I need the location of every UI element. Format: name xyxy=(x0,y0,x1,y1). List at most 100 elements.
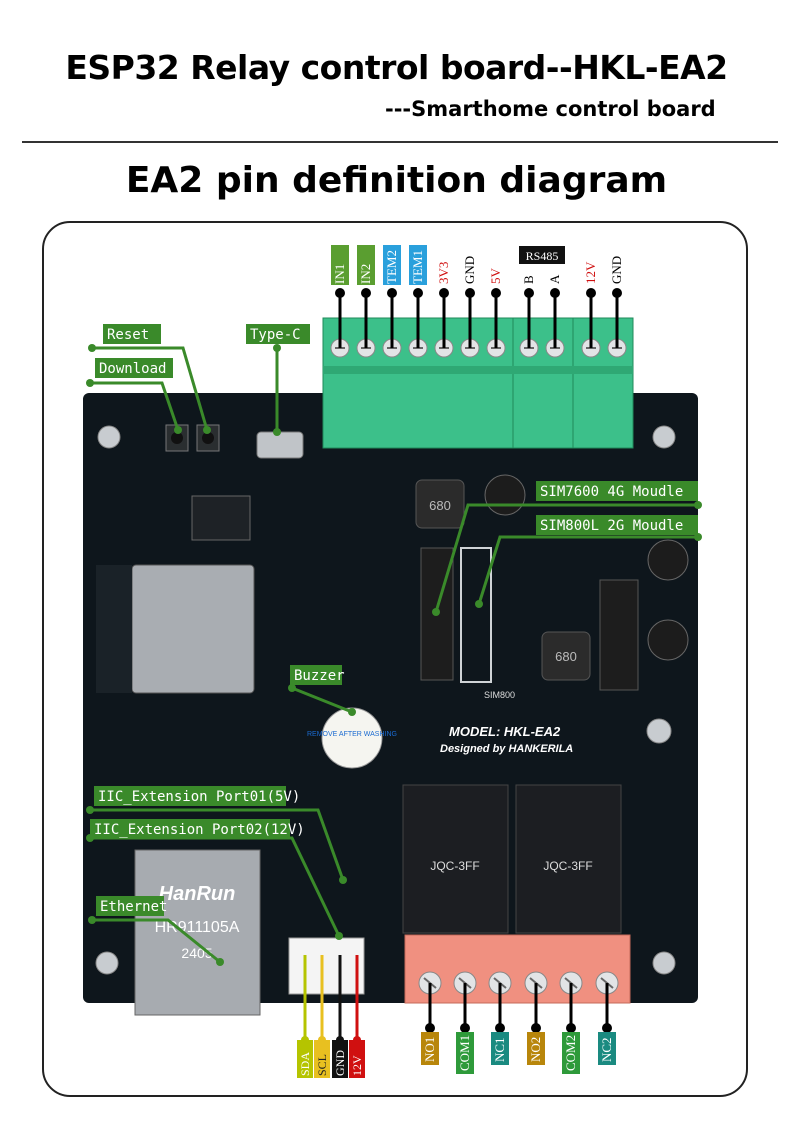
callout-label: SIM800L 2G Moudle xyxy=(540,518,683,534)
relay-pin-no2: NO2 xyxy=(527,1032,545,1065)
top-pin-tem2: TEM2 xyxy=(383,245,401,285)
top-pin-in1: IN1 xyxy=(331,245,349,285)
callout-label: IIC_Extension Port02(12V) xyxy=(94,822,305,838)
top-pin-tem1: TEM1 xyxy=(409,245,427,285)
relay-pin-label: COM1 xyxy=(457,1035,472,1071)
capacitor xyxy=(647,619,689,661)
top-pin-label: 3V3 xyxy=(436,262,451,284)
inductor-1 xyxy=(415,479,465,529)
top-pin-5v: 5V xyxy=(488,268,503,285)
inductor-2 xyxy=(541,631,591,681)
relay-terminal-block xyxy=(404,934,631,1004)
sim800-outline xyxy=(460,547,492,683)
callout-label: Reset xyxy=(107,327,149,343)
buzzer xyxy=(321,707,383,769)
top-pin-label: IN1 xyxy=(332,264,347,284)
relay-1-brand: JQC-3FF xyxy=(430,859,479,873)
relay-pin-nc2: NC2 xyxy=(598,1032,616,1065)
relay-pin-label: NC2 xyxy=(599,1037,614,1062)
page-title: ESP32 Relay control board--HKL-EA2 xyxy=(65,48,728,87)
capacitor xyxy=(484,474,526,516)
top-pin-label: IN2 xyxy=(358,264,373,284)
usb-c-connector xyxy=(256,431,304,459)
callout-ethernet: Ethernet xyxy=(88,896,224,966)
relay-pin-com2: COM2 xyxy=(562,1032,580,1074)
iic-pin-12v: 12V xyxy=(349,955,365,1078)
iic-pin-label: SCL xyxy=(315,1054,329,1076)
top-pin-label: A xyxy=(547,274,562,284)
inductor-2-label: 680 xyxy=(555,649,577,664)
callout-iic1: IIC_Extension Port01(5V) xyxy=(86,786,347,884)
mount-hole xyxy=(97,425,121,449)
top-pin-gnd: GND xyxy=(609,256,624,284)
inductor-1-label: 680 xyxy=(429,498,451,513)
callout-download: Download xyxy=(86,358,182,434)
callout-label: Buzzer xyxy=(294,668,345,684)
ic-chip xyxy=(191,495,251,541)
top-pin-label: TEM2 xyxy=(384,250,399,284)
callout-typec: Type-C xyxy=(246,324,310,436)
rs485-label: RS485 xyxy=(519,246,565,264)
svg-text:RS485: RS485 xyxy=(526,249,559,263)
iic-pin-label: GND xyxy=(333,1050,347,1076)
ethernet-part: HR911105A xyxy=(155,919,240,936)
callout-sim7600: SIM7600 4G Moudle xyxy=(432,481,702,616)
capacitor xyxy=(647,539,689,581)
terminal-block-3 xyxy=(572,317,634,449)
sim800-silk: SIM800 xyxy=(484,690,515,700)
top-pin-label: TEM1 xyxy=(410,250,425,284)
top-pin-b: B xyxy=(521,275,536,284)
title-divider xyxy=(22,141,778,143)
ethernet-jack xyxy=(134,849,261,1016)
esp32-module xyxy=(131,564,255,694)
callout-reset: Reset xyxy=(88,324,211,434)
ethernet-brand: HanRun xyxy=(159,883,236,905)
relay-pin-label: NC1 xyxy=(492,1037,507,1062)
top-pin-label: B xyxy=(521,275,536,284)
callout-label: IIC_Extension Port01(5V) xyxy=(98,789,300,805)
iic-pin-gnd: GND xyxy=(332,955,348,1078)
iic-pin-sda: SDA xyxy=(297,955,313,1078)
top-pin-3v3: 3V3 xyxy=(436,262,451,284)
callout-label: Ethernet xyxy=(100,899,167,915)
sim-header-right xyxy=(599,579,639,691)
iic-pin-label: 12V xyxy=(350,1055,364,1076)
page-subtitle: ---Smarthome control board xyxy=(385,97,716,121)
iic-pin-label: SDA xyxy=(298,1052,312,1076)
mount-hole xyxy=(652,425,676,449)
top-pin-label: GND xyxy=(609,256,624,284)
terminal-screws xyxy=(330,288,627,358)
top-pin-gnd: GND xyxy=(462,256,477,284)
top-pin-a: A xyxy=(547,274,562,284)
model-text: MODEL: HKL-EA2 xyxy=(449,724,561,739)
top-pin-label: 12V xyxy=(583,261,598,284)
iic-connector xyxy=(288,937,365,995)
top-pin-label: GND xyxy=(462,256,477,284)
terminal-block-2 xyxy=(512,317,574,449)
relay-pin-labels: NO1 COM1 NC1 NO2 COM2 NC2 xyxy=(421,1032,616,1074)
relay-1 xyxy=(402,784,509,934)
mount-hole xyxy=(95,951,119,975)
callout-sim800: SIM800L 2G Moudle xyxy=(475,515,702,608)
top-pin-in2: IN2 xyxy=(357,245,375,285)
relay-2 xyxy=(515,784,622,934)
callout-buzzer: Buzzer xyxy=(288,665,356,716)
relay-pin-no1: NO1 xyxy=(421,1032,439,1065)
relay-pin-label: COM2 xyxy=(563,1035,578,1071)
mount-hole xyxy=(646,718,672,744)
relay-pin-nc1: NC1 xyxy=(491,1032,509,1065)
relay-pin-com1: COM1 xyxy=(456,1032,474,1074)
callout-label: Type-C xyxy=(250,327,301,343)
callout-label: SIM7600 4G Moudle xyxy=(540,484,683,500)
top-pin-12v: 12V xyxy=(583,261,598,284)
top-pin-labels: IN1 IN2 TEM2 TEM1 3V3 GND 5V B A 12V GND RS485 xyxy=(331,245,624,285)
relay-2-brand: JQC-3FF xyxy=(543,859,592,873)
relay-pin-label: NO2 xyxy=(528,1037,543,1062)
callout-label: Download xyxy=(99,361,166,377)
relay-terminal-screws xyxy=(418,971,619,1033)
top-pin-label: 5V xyxy=(488,268,503,285)
callout-iic2: IIC_Extension Port02(12V) xyxy=(86,819,343,940)
